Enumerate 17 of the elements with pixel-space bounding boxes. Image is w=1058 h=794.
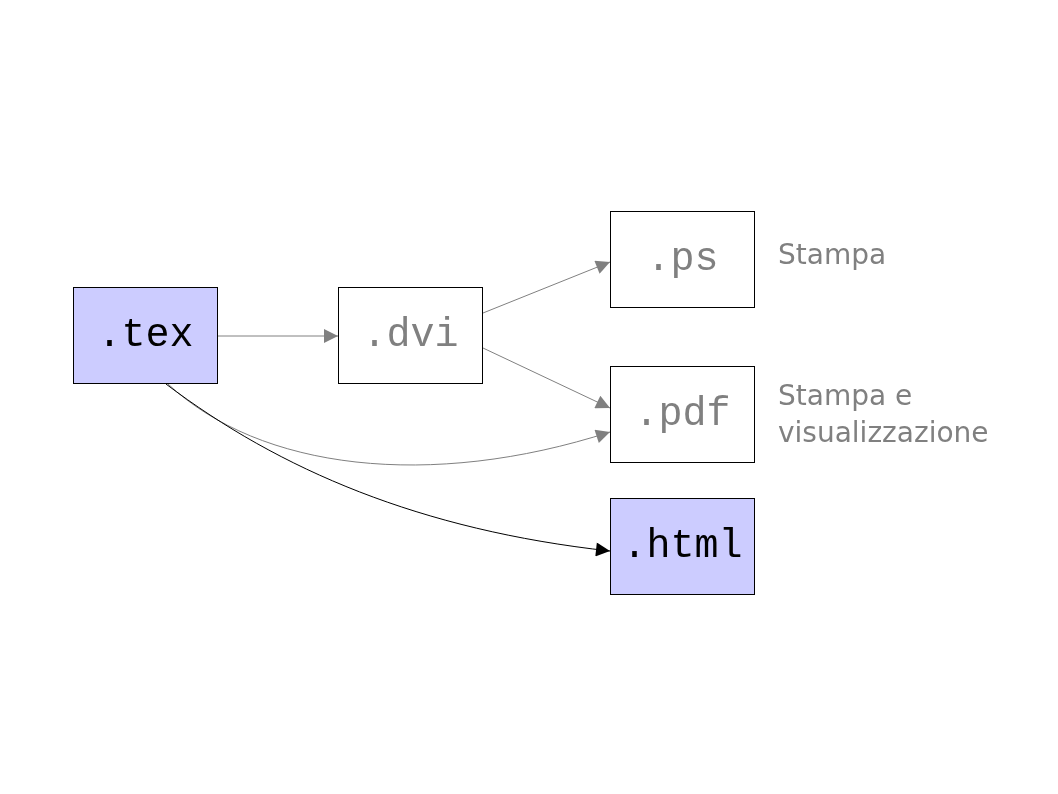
arrow — [482, 347, 611, 409]
file-box — [610, 366, 755, 463]
file-box — [610, 211, 755, 308]
arrow — [165, 383, 611, 557]
arrow — [167, 383, 611, 466]
arrow — [217, 329, 339, 343]
file-extension: .tex — [97, 313, 194, 358]
arrow — [482, 260, 611, 314]
file-extension: .pdf — [634, 392, 731, 437]
file-box — [73, 287, 218, 384]
file-box — [338, 287, 483, 384]
usage-note: Stampa — [778, 237, 888, 273]
usage-note: Stampa e visualizzazione — [778, 378, 990, 451]
file-box — [610, 498, 755, 595]
file-extension: .ps — [646, 237, 719, 282]
file-extension: .dvi — [362, 313, 459, 358]
file-extension: .html — [622, 524, 743, 569]
